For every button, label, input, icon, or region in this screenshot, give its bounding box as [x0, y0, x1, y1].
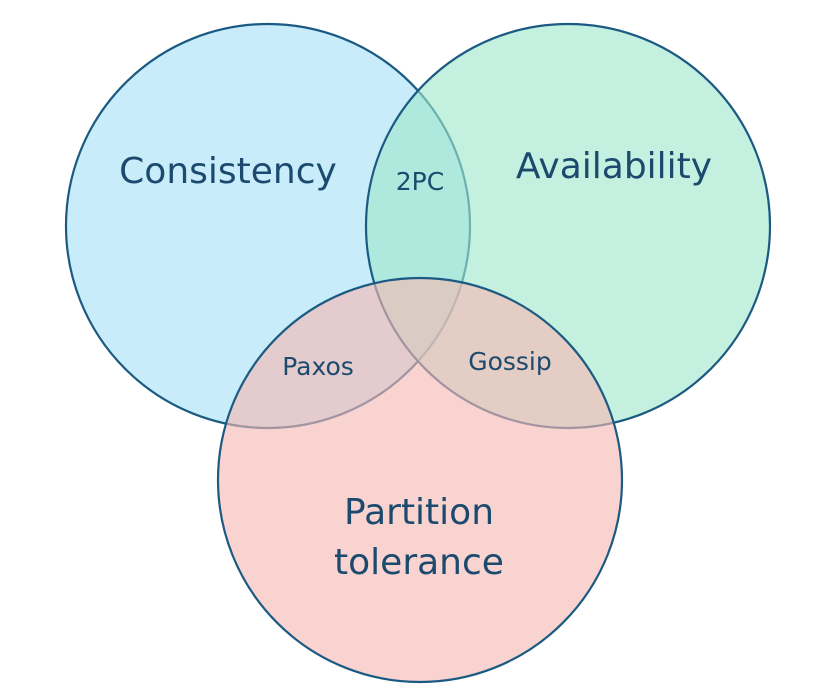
intersection-label-gossip: Gossip	[468, 347, 552, 376]
consistency-label: Consistency	[119, 151, 337, 192]
partition-label-line2: tolerance	[334, 542, 504, 583]
intersection-label-paxos: Paxos	[282, 352, 354, 381]
availability-label: Availability	[516, 146, 712, 187]
partition-label-line1: Partition	[344, 492, 494, 533]
partition-tolerance-circle	[216, 276, 624, 684]
intersection-label-2pc: 2PC	[396, 167, 444, 196]
